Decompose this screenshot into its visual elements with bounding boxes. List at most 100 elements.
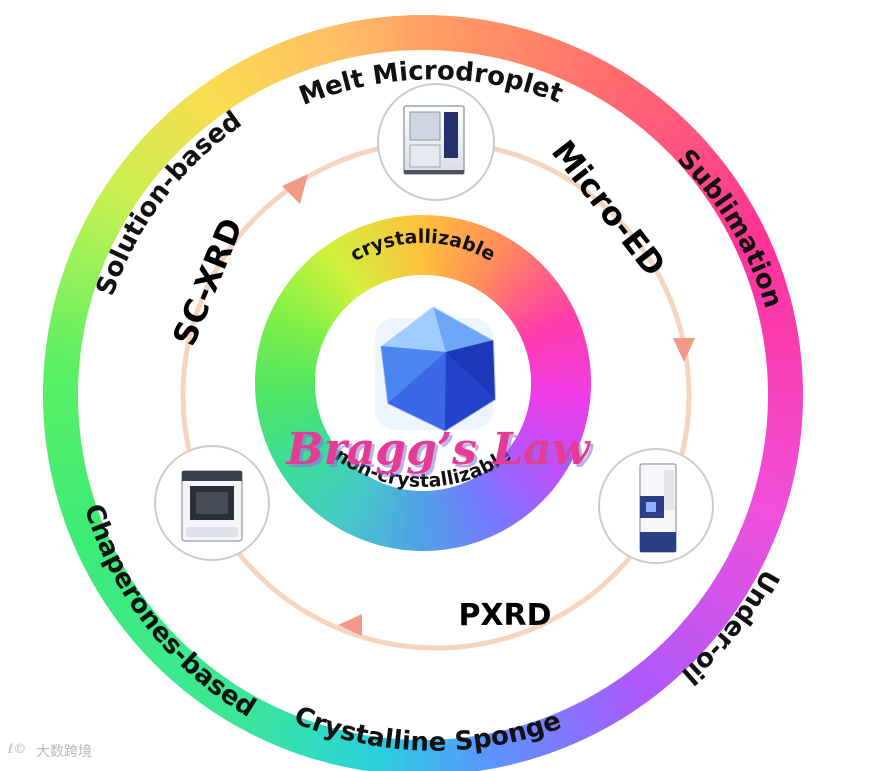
inner-ring-segment (256, 396, 317, 410)
outer-ring-segment (744, 510, 782, 533)
outer-ring-segment (423, 15, 435, 51)
inner-ring-segment (417, 215, 424, 276)
outer-ring-segment (691, 155, 726, 187)
outer-ring-segment (707, 179, 743, 209)
inner-rainbow-ring (255, 215, 591, 551)
outer-ring-segment (633, 93, 664, 128)
outer-ring-segment (84, 212, 121, 239)
inner-ring-segment (375, 486, 397, 546)
crystal-icon (375, 304, 498, 434)
inner-ring-segment (342, 232, 375, 289)
inner-ring-segment (416, 490, 423, 551)
inner-ring-segment (272, 431, 329, 464)
inner-ring-segment (268, 425, 326, 455)
outer-ring-segment (741, 518, 778, 542)
inner-ring-segment (452, 485, 475, 545)
inner-ring-segment (426, 215, 435, 276)
outer-ring-segment (538, 36, 561, 74)
outer-ring-segment (716, 567, 753, 595)
outer-ring-segment (432, 15, 445, 51)
inner-ring-segment (504, 271, 553, 315)
inner-ring-segment (390, 488, 407, 549)
outer-ring-segment (49, 314, 86, 333)
outer-ring-segment (553, 710, 578, 747)
outer-ring-segment (53, 295, 91, 315)
outer-ring-segment (224, 65, 252, 101)
outer-ring-segment (121, 154, 156, 185)
outer-ring-segment (55, 482, 93, 503)
inner-ring-segment (446, 219, 466, 279)
inner-ring-segment (293, 451, 342, 495)
outer-ring-segment (555, 43, 579, 81)
watermark-logo-icon: ℓ© (8, 742, 27, 757)
inner-ring-segment (459, 483, 485, 542)
outer-ring-segment (730, 222, 767, 248)
inner-ring-segment (429, 215, 440, 276)
inner-ring-segment (494, 256, 539, 305)
inner-ring-segment (508, 280, 560, 320)
outer-ring-segment (75, 534, 112, 559)
outer-ring-segment (653, 112, 686, 146)
outer-ring-segment (67, 517, 105, 541)
outer-ring-segment (587, 61, 615, 97)
outer-ring-segment (751, 277, 788, 299)
inner-ring-segment (256, 355, 317, 370)
outer-ring-segment (71, 239, 109, 263)
inner-ring-segment (436, 216, 451, 277)
outer-ring-segment (745, 258, 782, 282)
inner-ring-segment (442, 488, 460, 549)
inner-ring-segment (508, 446, 559, 487)
inner-ring-segment (436, 489, 450, 550)
outer-ring-segment (175, 656, 206, 691)
inner-ring-segment (386, 217, 404, 278)
outer-ring-segment (767, 375, 803, 388)
outer-ring-segment (43, 411, 80, 425)
outer-ring-segment (241, 55, 268, 92)
inner-ring-segment (499, 264, 547, 310)
outer-ring-segment (114, 596, 150, 627)
outer-ring-segment (484, 732, 503, 769)
inner-ring-segment (524, 326, 584, 351)
inner-ring-segment (296, 454, 345, 499)
outer-ring-segment (758, 306, 796, 325)
outer-ring-segment (133, 618, 167, 650)
inner-ring-segment (530, 361, 591, 374)
outer-ring-segment (343, 21, 362, 58)
inner-ring-segment (439, 217, 456, 278)
inner-ring-segment (277, 437, 332, 474)
inner-ring-segment (360, 483, 387, 542)
inner-ring-segment (356, 226, 384, 284)
inner-ring-segment (468, 479, 500, 536)
outer-ring-segment (267, 709, 291, 747)
outer-ring-segment (571, 52, 597, 89)
inner-ring-segment (530, 393, 591, 405)
outer-ring-segment (134, 139, 168, 171)
inner-ring-segment (299, 456, 347, 502)
inner-ring-segment (327, 472, 366, 525)
outer-ring-segment (42, 393, 79, 405)
outer-ring-segment (502, 728, 522, 765)
inner-ring-segment (307, 461, 352, 510)
inner-ring-segment (455, 484, 480, 544)
inner-ring-segment (456, 223, 481, 282)
outer-ring-segment (602, 684, 630, 720)
inner-ring-segment (270, 306, 328, 338)
outer-ring-segment (678, 619, 712, 651)
outer-ring-segment (701, 590, 737, 620)
outer-ring-segment (536, 717, 560, 754)
watermark-text: 大数跨境 (36, 744, 92, 760)
inner-ring-segment (396, 216, 410, 277)
outer-ring-segment (104, 178, 140, 208)
inner-ring-segment (527, 341, 588, 360)
outer-ring-segment (520, 30, 542, 68)
inner-ring-segment (293, 271, 343, 315)
inner-ring-segment (255, 376, 316, 383)
outer-ring-segment (43, 383, 79, 395)
inner-ring-segment (474, 475, 509, 531)
inner-ring-segment (270, 428, 327, 460)
outer-ring-segment (190, 667, 221, 703)
outer-ring-segment (191, 86, 222, 122)
inner-ring-segment (528, 399, 589, 416)
inner-ring-segment (307, 256, 352, 305)
outer-ring-segment (393, 15, 407, 52)
